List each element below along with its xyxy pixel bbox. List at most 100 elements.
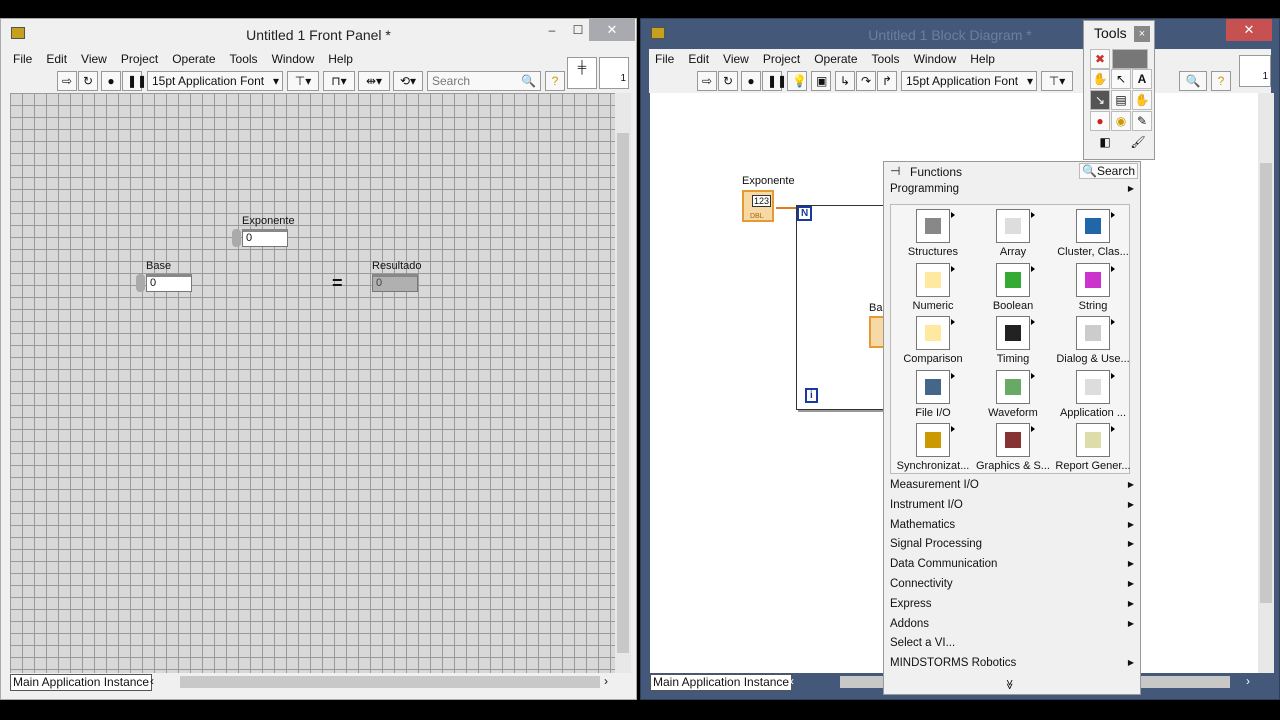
abort-button[interactable]: ●: [101, 71, 121, 91]
menu-window[interactable]: Window: [913, 52, 957, 66]
menu-operate[interactable]: Operate: [172, 52, 216, 66]
expand-more-icon[interactable]: ≫: [1003, 679, 1015, 690]
menu-tools[interactable]: Tools: [229, 52, 258, 66]
probe-icon[interactable]: ◉: [1111, 111, 1131, 131]
pointer-icon[interactable]: ↖: [1111, 69, 1131, 89]
pause-button[interactable]: ❚❚: [762, 71, 787, 91]
shortcut-menu-icon[interactable]: ▤: [1111, 90, 1131, 110]
scroll-thumb[interactable]: [617, 133, 629, 653]
palette-item[interactable]: Synchronizat...: [893, 423, 973, 472]
menu-operate[interactable]: Operate: [814, 52, 858, 66]
scroll-thumb[interactable]: [1260, 163, 1272, 603]
increment-decrement-icon[interactable]: [136, 274, 145, 292]
distribute-objects-button[interactable]: ⊓▾: [323, 71, 355, 91]
palette-item[interactable]: String: [1053, 262, 1133, 312]
palette-item[interactable]: Dialog & Use...: [1053, 316, 1133, 365]
vi-icon[interactable]: 1: [1239, 55, 1271, 87]
step-over-button[interactable]: ↷: [856, 71, 876, 91]
resize-objects-button[interactable]: ⇹▾: [358, 71, 390, 91]
category-item[interactable]: Measurement I/O▶: [890, 476, 1136, 494]
palette-item[interactable]: Graphics & S...: [973, 423, 1053, 472]
numeric-field[interactable]: 0: [242, 229, 288, 247]
palette-item[interactable]: Timing: [973, 316, 1053, 365]
run-continuously-button[interactable]: ↻: [718, 71, 738, 91]
step-into-button[interactable]: ↳: [835, 71, 855, 91]
breakpoint-icon[interactable]: ●: [1090, 111, 1110, 131]
scroll-right-icon[interactable]: ›: [1246, 674, 1250, 688]
run-button[interactable]: ⇨: [57, 71, 77, 91]
vertical-scrollbar[interactable]: [615, 93, 631, 673]
connector-pane[interactable]: ╪: [567, 57, 597, 89]
menu-help[interactable]: Help: [970, 52, 995, 66]
palette-item[interactable]: Application ...: [1053, 369, 1133, 419]
palette-item[interactable]: Waveform: [973, 369, 1053, 419]
front-panel-titlebar[interactable]: Untitled 1 Front Panel * – ☐ ✕: [1, 19, 636, 49]
palette-item[interactable]: Report Gener...: [1053, 423, 1133, 472]
palette-item[interactable]: Boolean: [973, 262, 1053, 312]
scroll-right-icon[interactable]: ›: [604, 674, 608, 688]
zoom-button[interactable]: 🔍: [1179, 71, 1207, 91]
menu-edit[interactable]: Edit: [46, 52, 68, 66]
abort-button[interactable]: ●: [741, 71, 761, 91]
category-item[interactable]: Instrument I/O▶: [890, 496, 1136, 514]
auto-tool-icon[interactable]: ✖: [1090, 49, 1110, 69]
wiring-tool-icon[interactable]: ↘: [1090, 90, 1110, 110]
category-item[interactable]: Express▶: [890, 595, 1136, 613]
operate-hand-icon[interactable]: ✋: [1090, 69, 1110, 89]
category-item[interactable]: Addons▶: [890, 615, 1136, 633]
category-item[interactable]: Mathematics▶: [890, 516, 1136, 534]
menu-file[interactable]: File: [13, 52, 33, 66]
palette-item[interactable]: File I/O: [893, 369, 973, 419]
menu-help[interactable]: Help: [328, 52, 353, 66]
exponente-terminal[interactable]: 123 DBL: [742, 190, 774, 222]
menu-project[interactable]: Project: [120, 52, 159, 66]
palette-item[interactable]: Structures: [893, 209, 973, 258]
run-button[interactable]: ⇨: [697, 71, 717, 91]
vertical-scrollbar[interactable]: [1258, 93, 1274, 673]
palette-item[interactable]: Numeric: [893, 262, 973, 312]
front-panel-canvas[interactable]: Exponente 0 Base 0 = Resultado 0: [10, 93, 615, 673]
help-button[interactable]: ?: [545, 71, 565, 91]
menu-tools[interactable]: Tools: [871, 52, 900, 66]
run-continuously-button[interactable]: ↻: [78, 71, 98, 91]
scroll-tool-icon[interactable]: ✋: [1132, 90, 1152, 110]
maximize-button[interactable]: ☐: [572, 23, 584, 37]
category-programming[interactable]: Programming▶: [890, 180, 1136, 198]
palette-item[interactable]: Comparison: [893, 316, 973, 365]
search-input[interactable]: Search🔍: [427, 71, 541, 91]
category-item[interactable]: Signal Processing▶: [890, 535, 1136, 553]
font-select[interactable]: 15pt Application Font▾: [147, 71, 283, 91]
horizontal-scrollbar[interactable]: [180, 676, 600, 688]
palette-item[interactable]: Cluster, Clas...: [1053, 209, 1133, 258]
menu-edit[interactable]: Edit: [688, 52, 710, 66]
menu-file[interactable]: File: [655, 52, 675, 66]
vi-icon[interactable]: 1: [599, 57, 629, 89]
text-tool-icon[interactable]: A: [1132, 69, 1152, 89]
palette-item[interactable]: Array: [973, 209, 1053, 258]
close-button[interactable]: ×: [1134, 26, 1150, 42]
menu-view[interactable]: View: [81, 52, 107, 66]
reorder-button[interactable]: ⟲▾: [393, 71, 423, 91]
close-button[interactable]: ✕: [1226, 19, 1272, 41]
loop-count-terminal[interactable]: N: [797, 206, 813, 221]
category-item[interactable]: Data Communication▶: [890, 555, 1136, 573]
step-out-button[interactable]: ↱: [877, 71, 897, 91]
menu-view[interactable]: View: [723, 52, 749, 66]
increment-decrement-icon[interactable]: [232, 229, 241, 247]
minimize-button[interactable]: –: [548, 23, 556, 37]
highlight-execution-button[interactable]: 💡: [787, 71, 807, 91]
pause-button[interactable]: ❚❚: [122, 71, 147, 91]
menu-project[interactable]: Project: [762, 52, 801, 66]
block-diagram-titlebar[interactable]: Untitled 1 Block Diagram * ✕: [641, 19, 1279, 49]
category-item[interactable]: MINDSTORMS Robotics▶: [890, 654, 1136, 672]
wire[interactable]: [776, 207, 798, 209]
color-tool-icon[interactable]: ◧: [1099, 135, 1111, 149]
category-item[interactable]: Connectivity▶: [890, 575, 1136, 593]
search-button[interactable]: 🔍Search: [1079, 163, 1138, 179]
get-color-icon[interactable]: ✎: [1132, 111, 1152, 131]
pin-icon[interactable]: ⊣: [890, 164, 901, 178]
category-item[interactable]: Select a VI...: [890, 634, 1136, 652]
align-objects-button[interactable]: ⊤▾: [1041, 71, 1073, 91]
close-button[interactable]: ✕: [589, 19, 635, 41]
font-select[interactable]: 15pt Application Font▾: [901, 71, 1037, 91]
